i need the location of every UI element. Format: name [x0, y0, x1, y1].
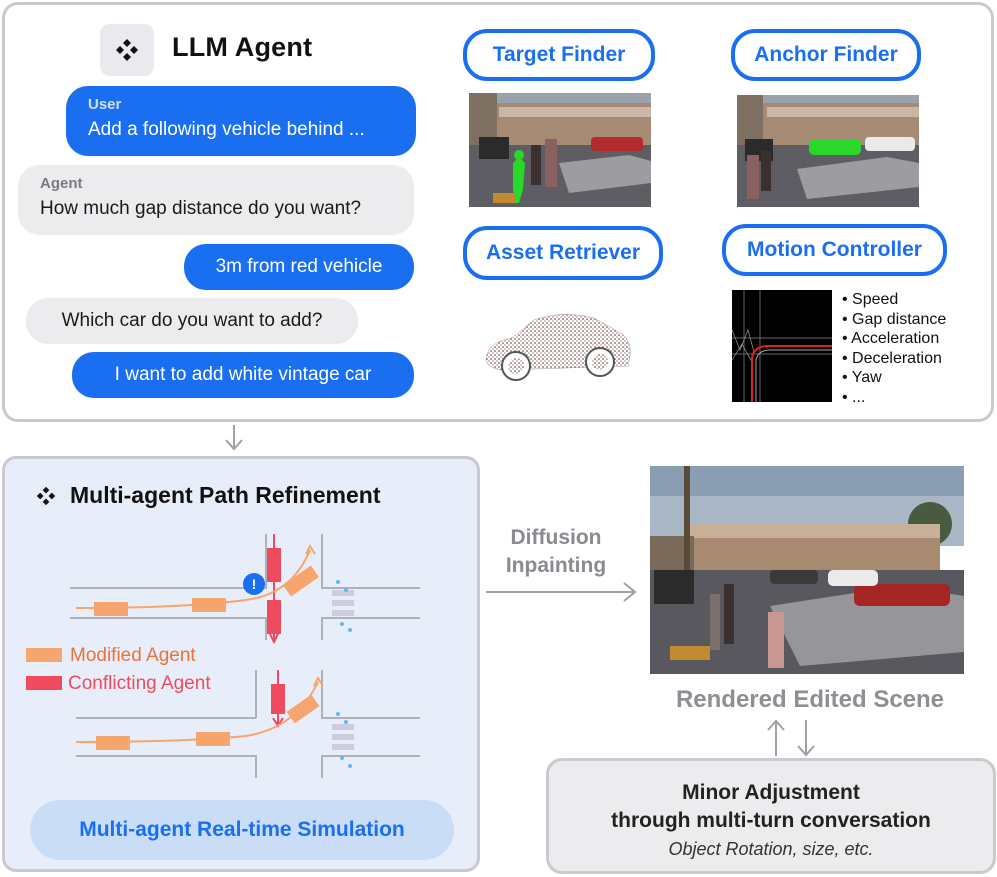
- diffusion-label-line2: Inpainting: [505, 554, 607, 577]
- message-text: I want to add white vintage car: [114, 364, 372, 385]
- asset-retriever-button[interactable]: Asset Retriever: [463, 226, 663, 280]
- message-text: Add a following vehicle behind ...: [88, 119, 365, 140]
- diffusion-label-line1: Diffusion: [510, 526, 602, 549]
- realtime-simulation-button[interactable]: Multi-agent Real-time Simulation: [30, 800, 454, 860]
- chat-message-user: User Add a following vehicle behind ...: [66, 86, 416, 156]
- point-cloud-car-image: [482, 306, 634, 388]
- conflicting-agent-swatch: [26, 676, 62, 690]
- rendered-scene-label: Rendered Edited Scene: [675, 686, 945, 713]
- message-text: Which car do you want to add?: [61, 310, 323, 331]
- minor-adjustment-title: Minor Adjustment: [682, 781, 860, 804]
- minor-adjustment-subtitle: through multi-turn conversation: [611, 809, 931, 832]
- diamond-cluster-icon: [116, 39, 138, 61]
- chat-message-user: I want to add white vintage car: [72, 352, 414, 398]
- target-finder-button[interactable]: Target Finder: [463, 29, 655, 81]
- message-sender: Agent: [40, 175, 83, 192]
- anchor-finder-image: [737, 95, 919, 207]
- llm-agent-title: LLM Agent: [172, 32, 313, 62]
- asset-retriever-label: Asset Retriever: [485, 241, 641, 264]
- minor-adjustment-examples: Object Rotation, size, etc.: [668, 839, 874, 859]
- rendered-scene-image: [650, 466, 964, 674]
- down-arrow-icon: [225, 425, 243, 451]
- chat-message-user: 3m from red vehicle: [184, 244, 414, 290]
- message-sender: User: [88, 96, 122, 113]
- motion-parameter-list: Speed Gap distance Acceleration Decelera…: [842, 290, 946, 408]
- motion-parameter-item: Acceleration: [842, 329, 946, 349]
- conflicting-agent-legend: Conflicting Agent: [68, 673, 211, 694]
- modified-agent-swatch: [26, 648, 62, 662]
- motion-parameter-item: Gap distance: [842, 310, 946, 330]
- resolved-road-diagram: [75, 670, 420, 778]
- bidirectional-arrow-icon: [767, 719, 815, 757]
- message-text: 3m from red vehicle: [215, 256, 383, 277]
- motion-controller-map: [731, 290, 832, 402]
- right-arrow-icon: [486, 582, 637, 602]
- diamond-cluster-icon: [36, 486, 56, 506]
- warning-icon: !: [252, 576, 257, 592]
- motion-parameter-item: Yaw: [842, 368, 946, 388]
- minor-adjustment-box: Minor Adjustment through multi-turn conv…: [546, 758, 996, 874]
- target-finder-image: [469, 93, 651, 207]
- anchor-finder-button[interactable]: Anchor Finder: [731, 29, 921, 81]
- motion-parameter-item: Speed: [842, 290, 946, 310]
- realtime-simulation-label: Multi-agent Real-time Simulation: [79, 818, 405, 841]
- path-refinement-title: Multi-agent Path Refinement: [70, 482, 381, 508]
- llm-agent-icon: [100, 24, 154, 76]
- chat-message-agent: Agent How much gap distance do you want?: [18, 165, 414, 235]
- motion-parameter-item: Deceleration: [842, 349, 946, 369]
- motion-controller-button[interactable]: Motion Controller: [722, 224, 947, 276]
- diffusion-inpainting-label: Diffusion Inpainting: [500, 524, 612, 580]
- chat-message-agent: Which car do you want to add?: [26, 298, 358, 344]
- motion-parameter-item: ...: [842, 388, 946, 408]
- modified-agent-legend: Modified Agent: [70, 645, 196, 666]
- anchor-finder-label: Anchor Finder: [754, 43, 898, 66]
- message-text: How much gap distance do you want?: [40, 198, 362, 219]
- motion-controller-label: Motion Controller: [747, 238, 922, 261]
- conflict-road-diagram: !: [70, 534, 420, 645]
- target-finder-label: Target Finder: [492, 43, 626, 66]
